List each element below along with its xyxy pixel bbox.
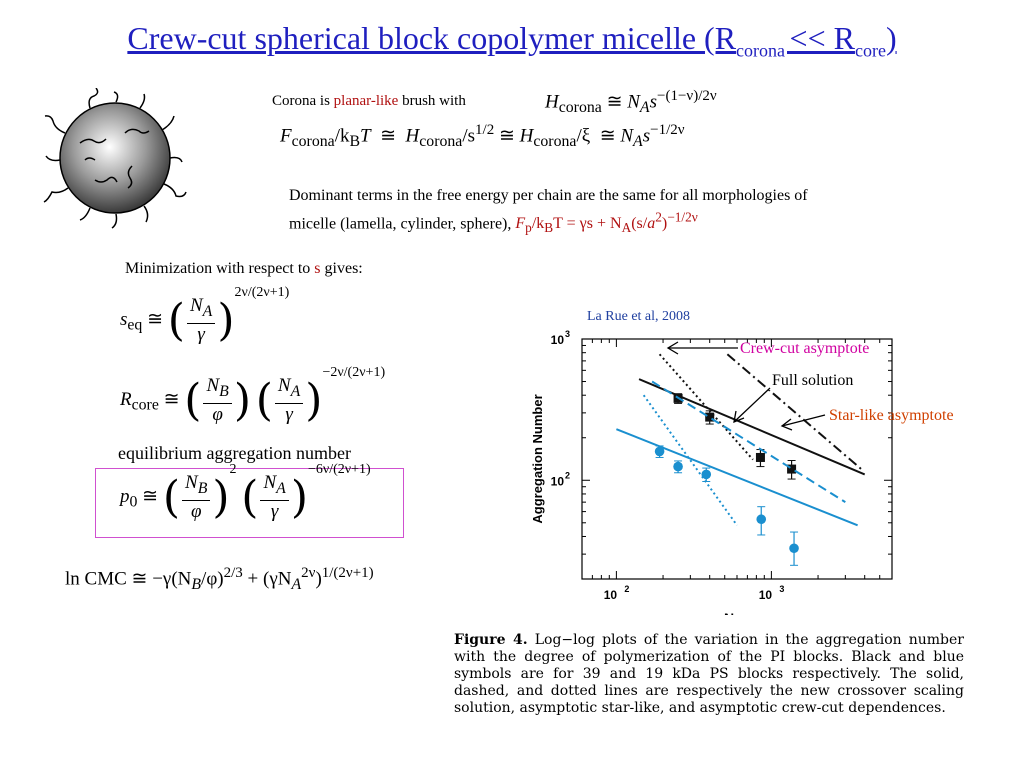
- annotation-full-solution: Full solution: [768, 372, 858, 390]
- x-tick-label: 10: [604, 588, 618, 602]
- data-point-circle: [673, 461, 683, 472]
- micelle-illustration: [43, 88, 187, 229]
- annotation-crew-cut: Crew-cut asymptote: [740, 340, 870, 357]
- x-tick-label-exp: 2: [624, 584, 629, 594]
- annotation-star-like: Star-like asymptote: [829, 407, 954, 424]
- y-tick-label-exp: 2: [565, 470, 570, 480]
- equilibrium-label: equilibrium aggregation number: [118, 443, 351, 463]
- x-axis-label: N: [724, 610, 734, 615]
- series-line-solid: [616, 428, 858, 527]
- series-line-dotted: [658, 353, 754, 461]
- corona-text: Corona is planar-like brush with: [272, 93, 466, 109]
- data-point-circle: [756, 514, 767, 525]
- x-tick-label: 10: [759, 588, 773, 602]
- series-line-dashed: [651, 380, 846, 503]
- data-point-circle: [701, 469, 712, 480]
- f-corona-equation: Fcorona/kBT ≅ Hcorona/s1/2 ≅ Hcorona/ξ ≅…: [280, 122, 685, 151]
- data-point-square: [787, 464, 797, 474]
- data-point-circle: [789, 543, 799, 554]
- data-point-circle: [654, 446, 665, 457]
- slide-title: Crew-cut spherical block copolymer micel…: [127, 20, 897, 61]
- series-line-solid: [638, 378, 866, 476]
- aggregation-chart: 102103102103NPIAggregation Number: [530, 329, 893, 615]
- dominant-terms-text: Dominant terms in the free energy per ch…: [289, 187, 808, 236]
- x-tick-label-exp: 3: [779, 584, 784, 594]
- figure-caption: Figure 4. Log−log plots of the variation…: [454, 632, 965, 716]
- series-line-dashdot: [726, 353, 862, 470]
- cmc-equation: ln CMC ≅ −γ(NB/φ)2/3 + (γNA2ν)1/(2ν+1): [65, 565, 374, 594]
- data-point-square: [755, 452, 765, 462]
- y-tick-label: 10: [551, 474, 565, 488]
- reference: La Rue et al, 2008: [587, 309, 691, 324]
- y-tick-label-exp: 3: [565, 329, 570, 339]
- series-line-dotted: [642, 394, 738, 526]
- free-energy-formula: Fp/kBT = γs + NA(s/a2)−1/2ν: [515, 210, 698, 236]
- data-point-square: [705, 412, 715, 422]
- h-corona-equation: Hcorona ≅ NAs−(1−ν)/2ν: [545, 88, 717, 117]
- y-tick-label: 10: [551, 333, 565, 347]
- p0-box: [95, 468, 404, 538]
- y-axis-label: Aggregation Number: [530, 394, 545, 523]
- annotation-arrows: [666, 341, 826, 431]
- minimization-text: Minimization with respect to s gives:: [125, 260, 363, 277]
